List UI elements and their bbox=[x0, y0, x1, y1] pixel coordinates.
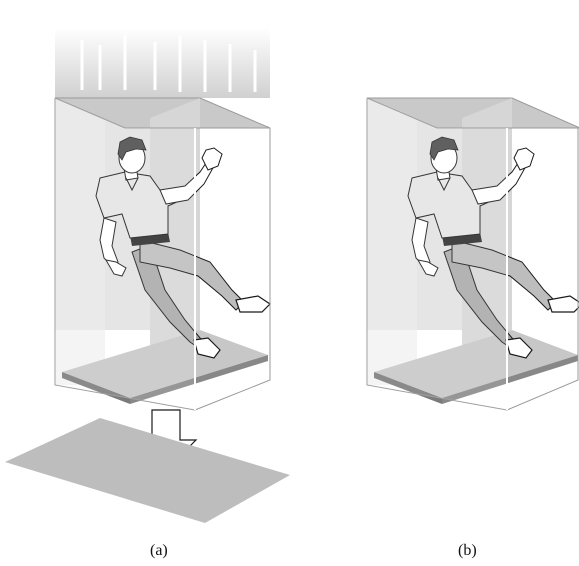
caption-a: (a) bbox=[150, 542, 168, 559]
ground-plane bbox=[5, 418, 290, 523]
elevator-frame-a bbox=[54, 98, 271, 411]
panel-a bbox=[5, 28, 290, 523]
elevator-frame-b bbox=[366, 98, 579, 411]
panel-b bbox=[366, 97, 579, 411]
elevator-box-a bbox=[54, 97, 271, 404]
caption-b: (b) bbox=[458, 542, 477, 559]
motion-lines bbox=[55, 28, 270, 98]
